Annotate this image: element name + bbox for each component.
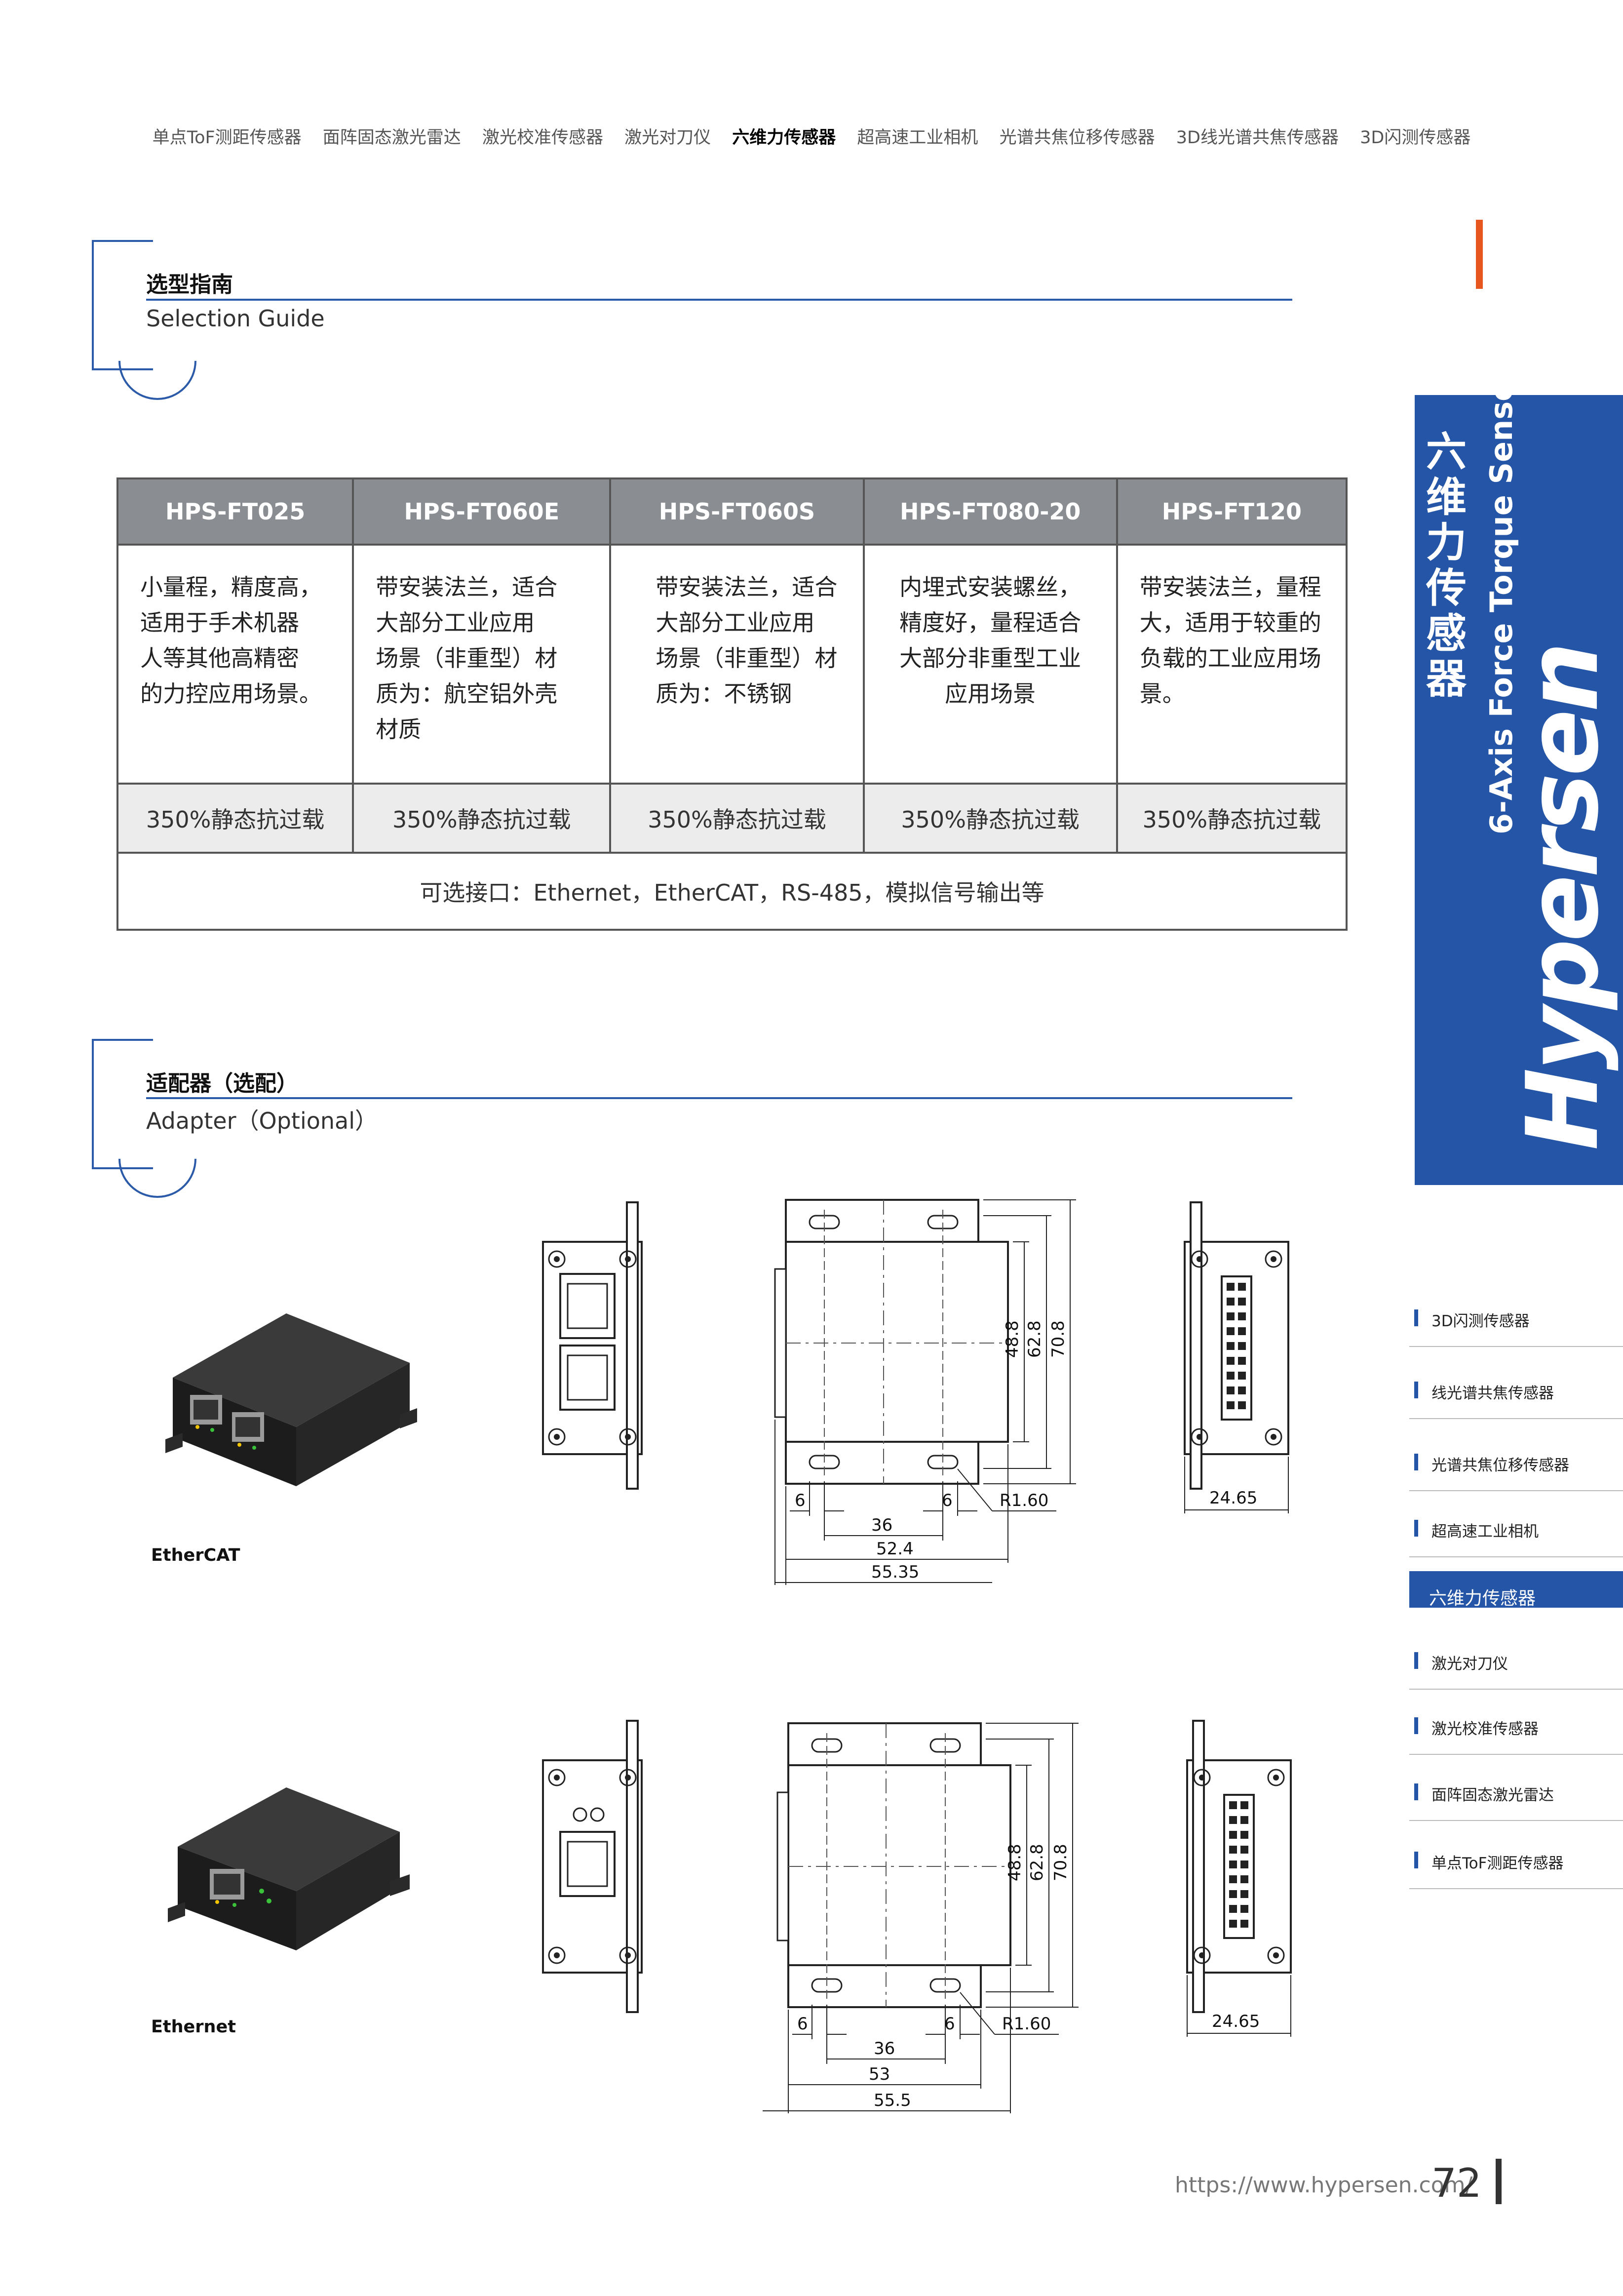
dim-6a: 6 <box>795 1491 806 1510</box>
ethercat-front-view <box>542 1201 643 1490</box>
dim-6b: 6 <box>942 1491 953 1510</box>
model-header: HPS-FT060S <box>609 477 865 546</box>
nav-item[interactable]: 光谱共焦位移传感器 <box>999 128 1155 148</box>
model-header: HPS-FT120 <box>1116 477 1348 546</box>
interfaces-cell: 可选接口：Ethernet，EtherCAT，RS-485，模拟信号输出等 <box>116 852 1348 931</box>
ethernet-side-view: 24.65 <box>1186 1720 1292 2037</box>
dim-70: 70.8 <box>1051 1844 1071 1881</box>
ethercat-adapter-photo <box>165 1313 417 1486</box>
page-number: 72 <box>1431 2160 1482 2206</box>
dim-53: 53 <box>869 2064 890 2084</box>
dim-52: 52.4 <box>876 1539 914 1559</box>
footer-url[interactable]: https://www.hypersen.com/ <box>1175 2173 1473 2198</box>
adapter-title-cn: 适配器（选配） <box>146 1071 298 1096</box>
model-description: 内埋式安装螺丝，精度好，量程适合大部分非重型工业应用场景 <box>862 544 1118 785</box>
section-title-en: Selection Guide <box>146 305 325 332</box>
section-title-cn: 选型指南 <box>146 272 233 297</box>
section-rule <box>146 1097 1292 1099</box>
menu-item[interactable]: 3D闪测传感器 <box>1409 1299 1623 1347</box>
ethernet-adapter-photo <box>168 1787 410 1950</box>
overload-cell: 350%静态抗过载 <box>1116 783 1348 854</box>
menu-item[interactable]: 激光对刀仪 <box>1409 1641 1623 1690</box>
dim-62: 62.8 <box>1027 1844 1047 1881</box>
model-header: HPS-FT080-20 <box>862 477 1118 546</box>
dim-36: 36 <box>874 2039 895 2058</box>
selection-table: HPS-FT025 HPS-FT060E HPS-FT060S HPS-FT08… <box>116 477 1348 931</box>
top-nav: 单点ToF测距传感器 面阵固态激光雷达 激光校准传感器 激光对刀仪 六维力传感器… <box>0 123 1623 149</box>
dim-48: 48.8 <box>1005 1844 1025 1881</box>
menu-item[interactable]: 超高速工业相机 <box>1409 1509 1623 1557</box>
dim-depth: 24.65 <box>1209 1488 1257 1508</box>
table-row-interfaces: 可选接口：Ethernet，EtherCAT，RS-485，模拟信号输出等 <box>116 852 1348 931</box>
dim-r: R1.60 <box>1002 2014 1051 2034</box>
menu-item[interactable]: 激光校准传感器 <box>1409 1706 1623 1755</box>
overload-cell: 350%静态抗过载 <box>352 783 612 854</box>
nav-item[interactable]: 激光校准传感器 <box>482 128 603 148</box>
model-description: 小量程，精度高，适用于手术机器人等其他高精密的力控应用场景。 <box>116 544 354 785</box>
banner-title-en-wrap: 6-Axis Force Torque Sensor <box>1444 365 1519 839</box>
menu-item[interactable]: 单点ToF测距传感器 <box>1409 1841 1623 1889</box>
dim-6a: 6 <box>797 2014 808 2034</box>
overload-cell: 350%静态抗过载 <box>862 783 1118 854</box>
section-deco-box <box>92 240 153 370</box>
table-header-row: HPS-FT025 HPS-FT060E HPS-FT060S HPS-FT08… <box>116 477 1348 546</box>
footer-bar <box>1496 2159 1502 2204</box>
overload-cell: 350%静态抗过载 <box>116 783 354 854</box>
banner-title-cn: 六维力传感器 <box>1426 429 1467 703</box>
menu-item[interactable]: 光谱共焦位移传感器 <box>1409 1443 1623 1491</box>
side-banner <box>1415 395 1623 1185</box>
nav-item[interactable]: 3D闪测传感器 <box>1360 128 1471 148</box>
product-label: Ethernet <box>151 2017 236 2037</box>
section-deco-box <box>92 1039 153 1169</box>
ethercat-dimension-view: 48.8 62.8 70.8 6 6 R1.60 36 52.4 55.35 <box>774 1199 1076 1585</box>
dim-55: 55.35 <box>871 1562 919 1582</box>
adapter-title-en: Adapter（Optional） <box>146 1108 378 1134</box>
dim-6b: 6 <box>944 2014 955 2034</box>
menu-item[interactable]: 线光谱共焦传感器 <box>1409 1371 1623 1419</box>
ethercat-side-view: 24.65 <box>1184 1201 1289 1513</box>
overload-cell: 350%静态抗过载 <box>609 783 865 854</box>
accent-bar <box>1476 220 1483 289</box>
dim-62: 62.8 <box>1025 1320 1044 1358</box>
brand-logo-text: Hypersen <box>1506 644 1621 1150</box>
table-row-description: 小量程，精度高，适用于手术机器人等其他高精密的力控应用场景。 带安装法兰，适合大… <box>116 544 1348 785</box>
dim-36: 36 <box>871 1515 892 1535</box>
model-description: 带安装法兰，量程大，适用于较重的负载的工业应用场景。 <box>1116 544 1348 785</box>
nav-item[interactable]: 单点ToF测距传感器 <box>152 128 302 148</box>
dim-48: 48.8 <box>1003 1320 1022 1358</box>
model-header: HPS-FT060E <box>352 477 612 546</box>
brand-logo: Hypersen <box>1506 645 1621 1155</box>
menu-item[interactable]: 面阵固态激光雷达 <box>1409 1773 1623 1821</box>
nav-item[interactable]: 激光对刀仪 <box>624 128 711 148</box>
menu-item-active[interactable]: 六维力传感器 <box>1409 1571 1623 1609</box>
product-label: EtherCAT <box>151 1545 240 1565</box>
dim-r: R1.60 <box>1000 1491 1048 1510</box>
nav-item-active[interactable]: 六维力传感器 <box>732 128 836 148</box>
dim-depth: 24.65 <box>1212 2012 1260 2031</box>
model-description: 带安装法兰，适合大部分工业应用场景（非重型）材质为：航空铝外壳材质 <box>352 544 612 785</box>
ethernet-dimension-view: 48.8 62.8 70.8 6 6 R1.60 36 53 55.5 <box>763 1722 1079 2113</box>
ethernet-front-view <box>542 1720 643 2013</box>
nav-item[interactable]: 面阵固态激光雷达 <box>322 128 461 148</box>
nav-item[interactable]: 超高速工业相机 <box>857 128 978 148</box>
dim-55: 55.5 <box>874 2091 911 2110</box>
model-header: HPS-FT025 <box>116 477 354 546</box>
model-description: 带安装法兰，适合大部分工业应用场景（非重型）材质为：不锈钢 <box>609 544 865 785</box>
nav-item[interactable]: 3D线光谱共焦传感器 <box>1176 128 1339 148</box>
section-rule <box>146 299 1292 301</box>
dim-70: 70.8 <box>1048 1320 1068 1358</box>
table-row-overload: 350%静态抗过载 350%静态抗过载 350%静态抗过载 350%静态抗过载 … <box>116 783 1348 854</box>
